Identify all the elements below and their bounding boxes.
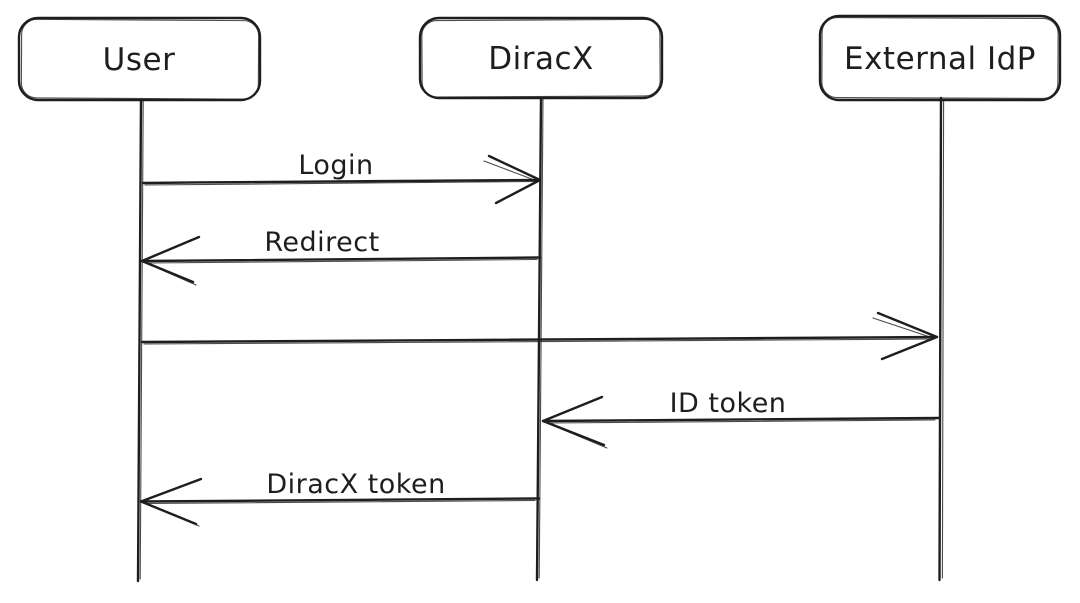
actor-box-diracx (418, 16, 664, 100)
message-redirect-arrow (140, 235, 542, 286)
actor-label-external-idp: External IdP (844, 41, 1036, 77)
arrowhead-right-icon (487, 154, 542, 205)
arrowhead-left-icon (140, 235, 201, 284)
message-id-token-arrow (541, 395, 941, 449)
message-id-token-label: ID token (670, 388, 787, 419)
actor-label-user: User (103, 42, 176, 78)
message-login-label: Login (298, 150, 373, 181)
lifeline-user (136, 98, 144, 583)
actor-box-external-idp (818, 14, 1062, 102)
lifeline-external-idp (938, 96, 945, 582)
actor-label-diracx: DiracX (488, 41, 594, 77)
message-user-to-idp-arrow (140, 311, 939, 361)
message-login-arrow (141, 154, 542, 205)
arrowhead-right-icon (876, 311, 939, 361)
message-diracx-token-label: DiracX token (266, 469, 445, 500)
message-redirect-label: Redirect (264, 227, 379, 258)
actor-box-user (17, 16, 262, 102)
message-diracx-token-arrow (139, 477, 541, 527)
arrowhead-left-icon (541, 395, 606, 447)
